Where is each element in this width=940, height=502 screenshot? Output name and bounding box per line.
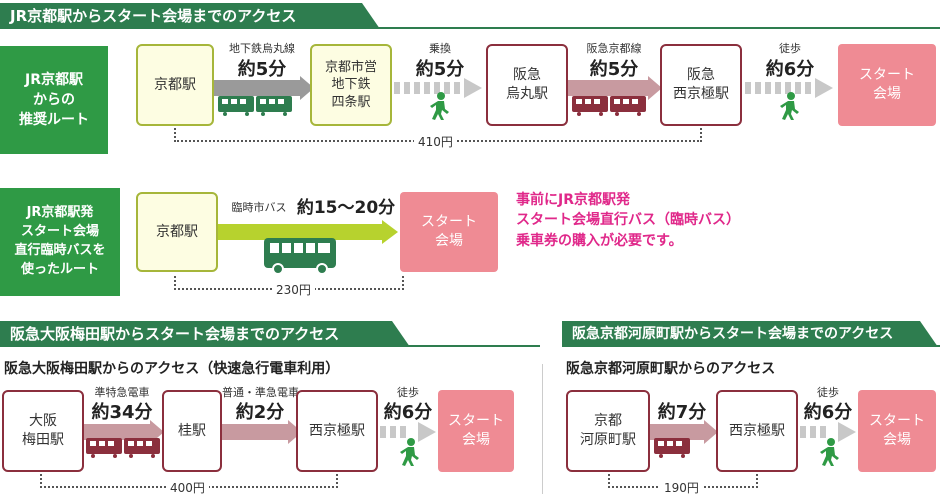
fare-amount: 230円 bbox=[272, 281, 315, 298]
station-nishikyogoku: 西京極駅 bbox=[296, 390, 378, 472]
time-bus: 約15〜20分 bbox=[296, 198, 396, 218]
station-osaka-umeda: 大阪 梅田駅 bbox=[2, 390, 84, 472]
station-katsura: 桂駅 bbox=[162, 390, 222, 472]
bus-arrow bbox=[218, 220, 398, 244]
fare-bracket bbox=[608, 474, 610, 488]
header-rule bbox=[0, 27, 940, 29]
time-walk: 約6分 bbox=[383, 402, 433, 423]
goal-start-venue: スタート 会場 bbox=[838, 44, 936, 126]
hankyu-train-icon bbox=[572, 96, 646, 116]
time-local: 約2分 bbox=[235, 402, 285, 423]
goal-start-venue: スタート 会場 bbox=[438, 390, 514, 472]
station-nishikyogoku: 西京極駅 bbox=[716, 390, 798, 472]
line-label-bus: 臨時市バス bbox=[231, 201, 287, 214]
walk-arrow bbox=[745, 78, 833, 98]
line-label-hankyu: 阪急京都線 bbox=[586, 42, 642, 55]
fare-amount: 410円 bbox=[414, 133, 457, 150]
fare-bracket bbox=[174, 276, 176, 290]
walker-icon bbox=[400, 438, 419, 466]
hankyu-train-icon bbox=[86, 438, 160, 458]
hankyu-train-icon bbox=[654, 438, 690, 458]
goal-start-venue: スタート 会場 bbox=[858, 390, 936, 472]
time-hankyu: 約7分 bbox=[657, 402, 707, 423]
bus-ticket-note: 事前にJR京都駅発 スタート会場直行バス（臨時バス） 乗車券の購入が必要です。 bbox=[516, 192, 740, 249]
time-hankyu: 約5分 bbox=[589, 59, 639, 80]
fare-amount: 190円 bbox=[660, 479, 703, 496]
walker-icon bbox=[780, 92, 799, 120]
walker-icon bbox=[820, 438, 839, 466]
walker-icon bbox=[430, 92, 449, 120]
fare-bracket bbox=[336, 474, 338, 488]
station-shijo: 京都市営 地下鉄 四条駅 bbox=[310, 44, 392, 126]
section-divider bbox=[542, 364, 543, 494]
fare-bracket bbox=[40, 474, 42, 488]
line-label-walk: 徒歩 bbox=[817, 386, 839, 399]
line-label-rapid: 準特急電車 bbox=[94, 386, 150, 399]
subway-arrow bbox=[214, 76, 314, 100]
hankyu-arrow bbox=[568, 76, 662, 100]
station-kyoto: 京都駅 bbox=[136, 44, 214, 126]
bus-icon bbox=[264, 238, 336, 275]
section-header-umeda: 阪急大阪梅田駅からスタート会場までのアクセス bbox=[0, 321, 410, 347]
station-nishikyogoku: 阪急 西京極駅 bbox=[660, 44, 742, 126]
section-header-kawaramachi: 阪急京都河原町駅からスタート会場までのアクセス bbox=[562, 321, 938, 347]
fare-bracket bbox=[756, 474, 758, 488]
time-subway: 約5分 bbox=[237, 59, 287, 80]
line-label-subway: 地下鉄烏丸線 bbox=[229, 42, 295, 55]
line-label-walk: 徒歩 bbox=[779, 42, 801, 55]
route1-label: JR京都駅 からの 推奨ルート bbox=[0, 46, 108, 154]
line-label-transfer: 乗換 bbox=[429, 42, 451, 55]
header-rule bbox=[562, 345, 940, 347]
walk-arrow bbox=[800, 422, 856, 442]
walk-arrow bbox=[380, 422, 436, 442]
subway-train-icon bbox=[218, 96, 292, 116]
subheading-umeda: 阪急大阪梅田駅からのアクセス（快速急行電車利用） bbox=[4, 361, 340, 377]
line-label-local: 普通・準急電車 bbox=[222, 386, 299, 399]
time-transfer: 約5分 bbox=[415, 59, 465, 80]
time-rapid: 約34分 bbox=[91, 402, 153, 423]
station-karasuma: 阪急 烏丸駅 bbox=[486, 44, 568, 126]
goal-start-venue: スタート 会場 bbox=[400, 192, 498, 272]
fare-bracket bbox=[402, 276, 404, 290]
transfer-arrow bbox=[394, 78, 482, 98]
line-label-walk: 徒歩 bbox=[397, 386, 419, 399]
section-header-jr-kyoto: JR京都駅からスタート会場までのアクセス bbox=[0, 3, 380, 29]
time-walk: 約6分 bbox=[765, 59, 815, 80]
subheading-kawaramachi: 阪急京都河原町駅からのアクセス bbox=[566, 361, 776, 377]
hankyu-arrow bbox=[222, 420, 302, 444]
station-kyoto: 京都駅 bbox=[136, 192, 218, 272]
header-rule bbox=[0, 345, 540, 347]
fare-bracket bbox=[174, 128, 176, 142]
fare-bracket bbox=[700, 128, 702, 142]
time-walk: 約6分 bbox=[803, 402, 853, 423]
fare-amount: 400円 bbox=[166, 479, 209, 496]
station-kawaramachi: 京都 河原町駅 bbox=[566, 390, 650, 472]
route2-label: JR京都駅発 スタート会場 直行臨時バスを 使ったルート bbox=[0, 188, 120, 296]
